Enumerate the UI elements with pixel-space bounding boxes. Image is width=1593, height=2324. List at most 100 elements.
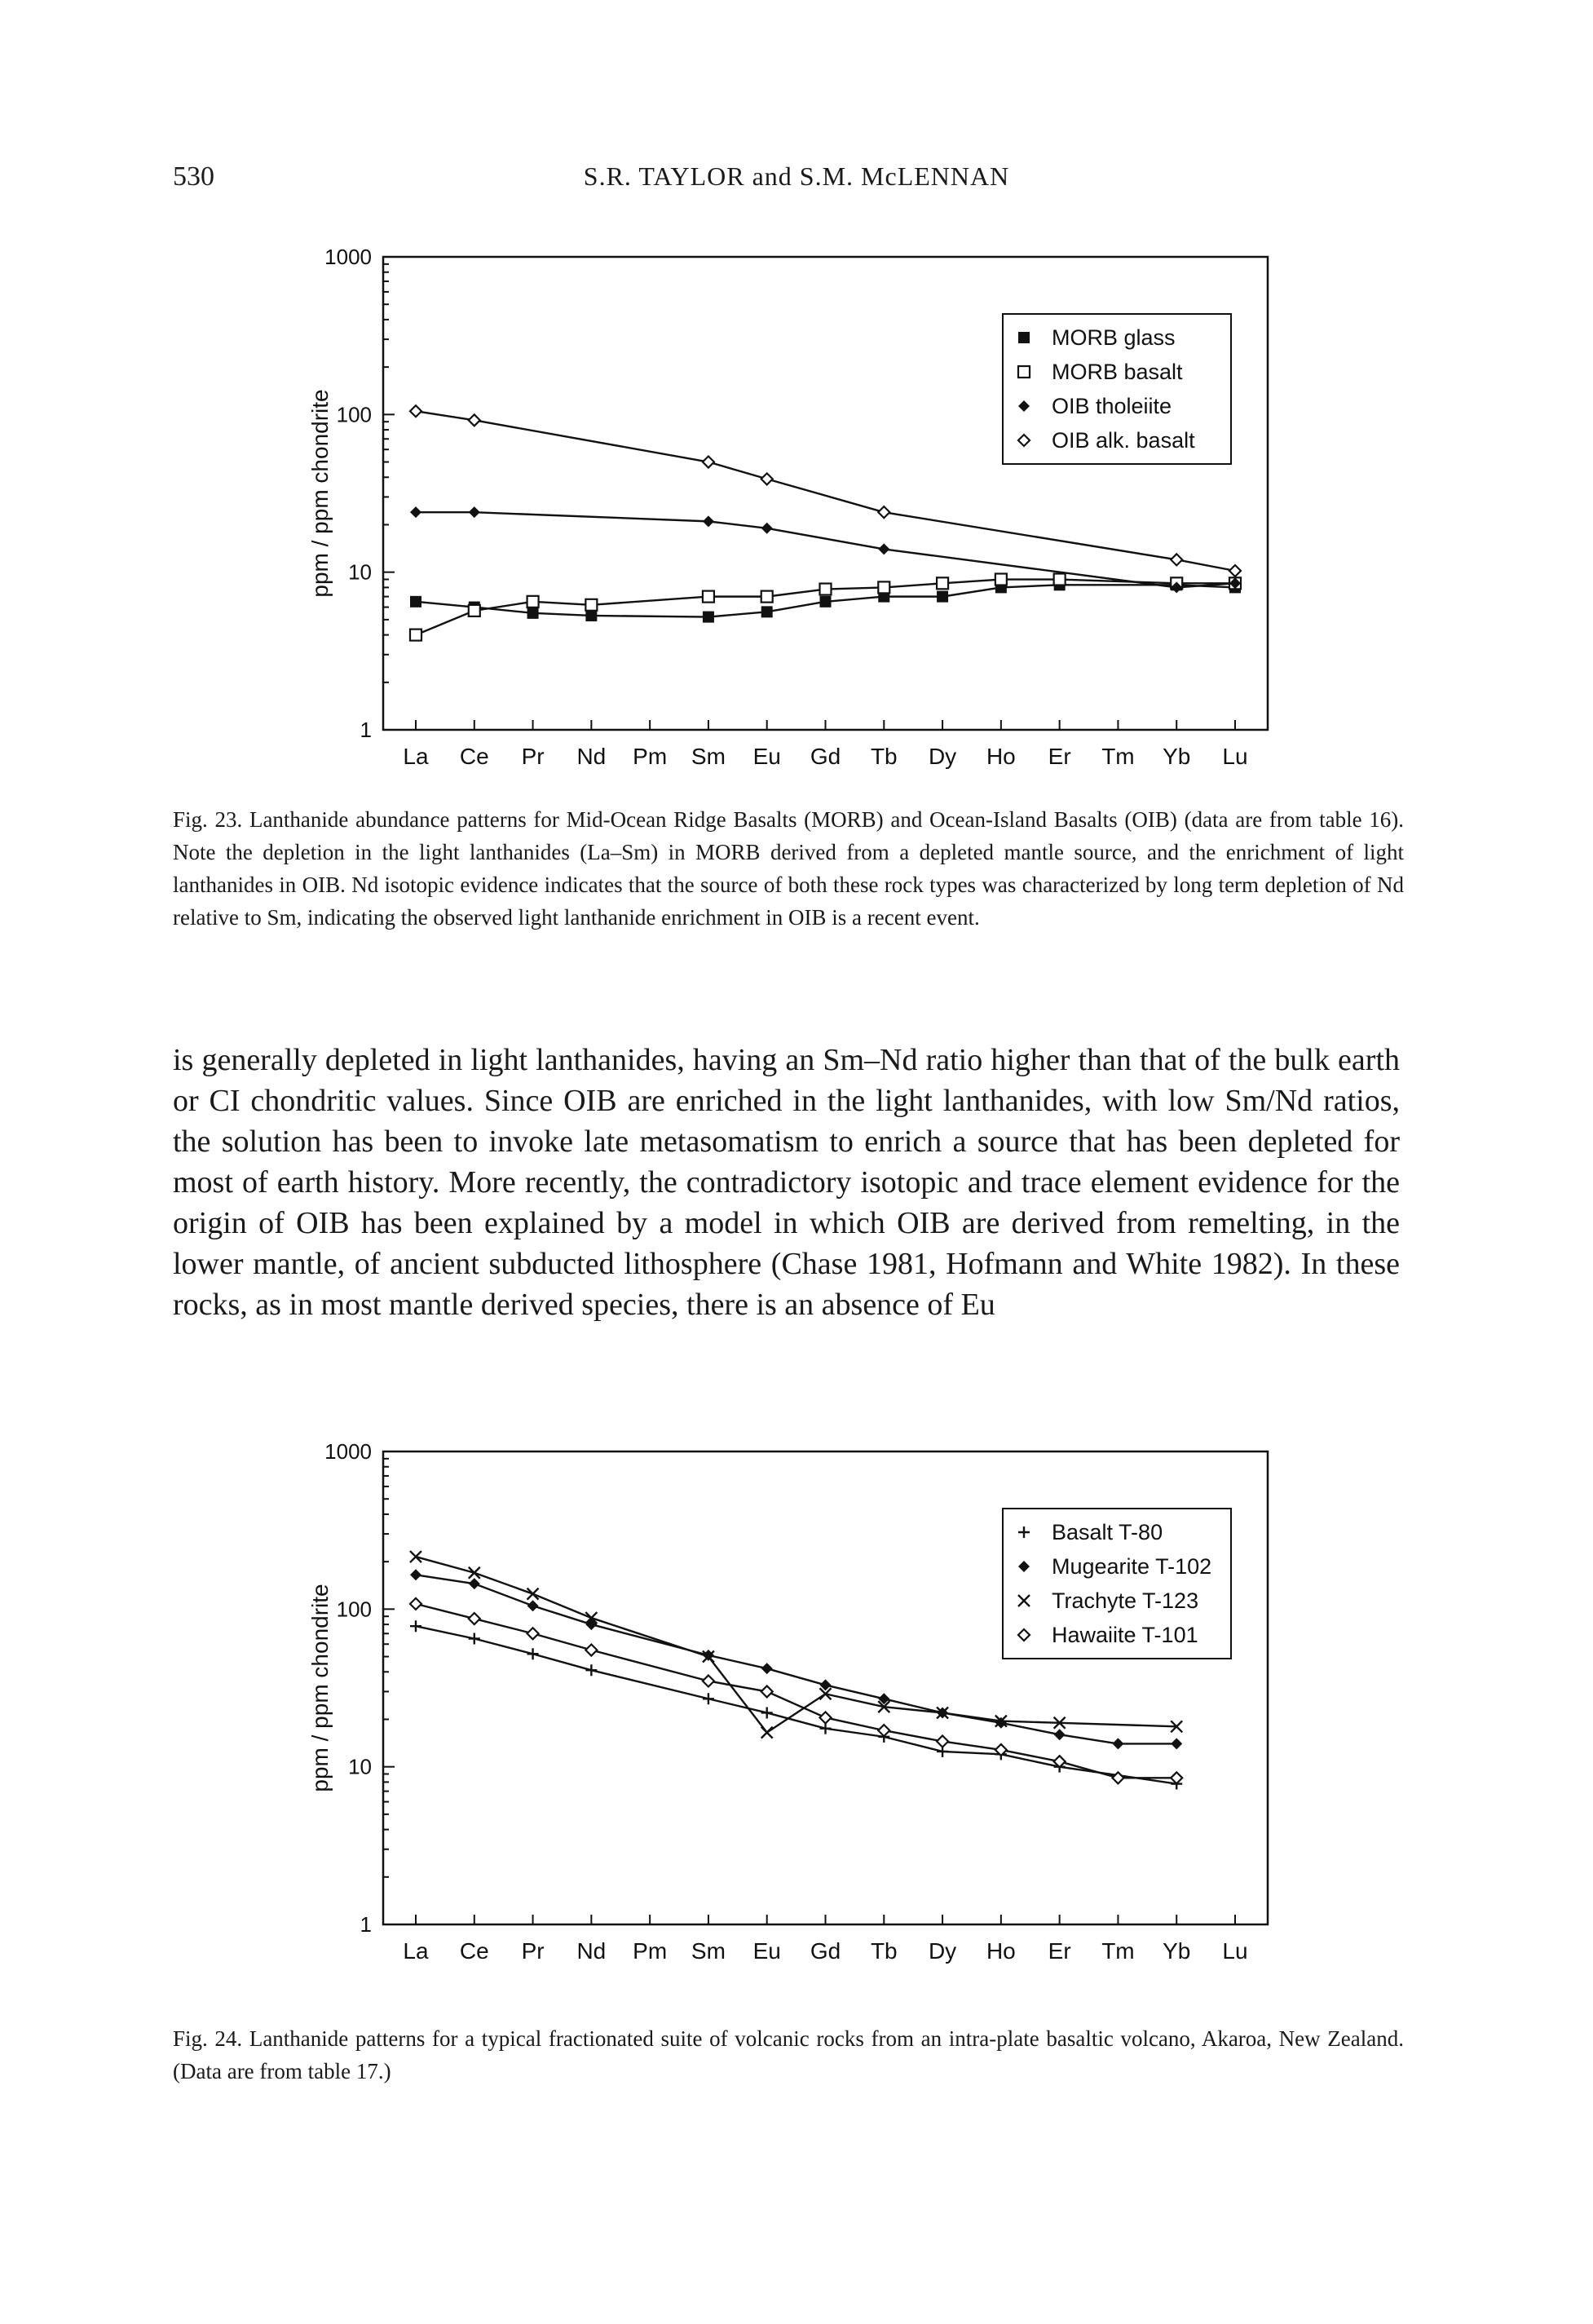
- data-point-morb-basalt-la: [408, 628, 423, 642]
- x-tick-label-er: Er: [1048, 1938, 1071, 1964]
- data-point-mugearite-t-102-gd: [819, 1679, 832, 1691]
- x-tick-label-ce: Ce: [460, 744, 489, 769]
- data-point-morb-glass-gd: [819, 595, 832, 608]
- running-head: S.R. TAYLOR and S.M. McLENNAN: [583, 161, 1010, 191]
- data-point-trachyte-t-123-ce: [467, 1566, 481, 1580]
- legend-label-oib-alk-basalt: OIB alk. basalt: [1052, 428, 1195, 453]
- data-point-morb-glass-pr: [527, 607, 539, 619]
- data-point-morb-basalt-eu: [760, 590, 774, 603]
- y-tick-label: 10: [348, 560, 372, 585]
- data-point-basalt-t-80-pr: [527, 1648, 539, 1660]
- caption-label: Fig. 24.: [173, 2026, 243, 2051]
- data-point-oib-alk-basalt-ce: [467, 413, 482, 427]
- data-point-mugearite-t-102-ce: [468, 1578, 480, 1590]
- series-line-trachyte-t-123: [415, 1555, 1177, 1734]
- x-tick-label-lu: Lu: [1222, 744, 1247, 769]
- y-axis-label: ppm / ppm chondrite: [307, 1584, 333, 1792]
- x-tick-label-la: La: [403, 1938, 429, 1964]
- x-tick-label-ho: Ho: [986, 1938, 1016, 1964]
- series-trachyte-t-123: [409, 1550, 1184, 1739]
- data-point-basalt-t-80-la: [410, 1620, 421, 1633]
- data-point-basalt-t-80-sm: [702, 1693, 714, 1705]
- data-point-morb-basalt-er: [1052, 572, 1066, 586]
- caption-label: Fig. 23.: [173, 807, 243, 832]
- x-tick-label-pm: Pm: [633, 1938, 667, 1964]
- x-tick-label-ho: Ho: [986, 744, 1016, 769]
- data-point-hawaiite-t-101-pr: [526, 1626, 541, 1641]
- data-point-morb-basalt-ce: [467, 603, 481, 617]
- data-point-trachyte-t-123-gd: [819, 1687, 832, 1701]
- data-point-trachyte-t-123-sm: [702, 1650, 715, 1663]
- data-point-hawaiite-t-101-gd: [818, 1710, 833, 1725]
- data-point-oib-alk-basalt-la: [408, 404, 423, 418]
- data-point-morb-basalt-nd: [585, 598, 598, 612]
- caption-text: Lanthanide patterns for a typical fracti…: [173, 2026, 1405, 2083]
- x-tick-label-pr: Pr: [522, 744, 545, 769]
- data-point-oib-tholeiite-tb: [878, 543, 890, 555]
- data-point-morb-basalt-tb: [877, 581, 891, 594]
- legend-marker-mugearite-t-102: [1018, 1561, 1030, 1572]
- data-point-oib-tholeiite-la: [410, 506, 421, 519]
- data-point-mugearite-t-102-ho: [995, 1716, 1007, 1729]
- data-point-morb-basalt-gd: [819, 582, 832, 596]
- series-oib-alk-basalt: [408, 404, 1242, 578]
- y-tick-label: 10: [348, 1755, 372, 1779]
- data-point-oib-tholeiite-sm: [702, 515, 714, 528]
- page-number: 530: [173, 161, 214, 192]
- data-point-trachyte-t-123-dy: [936, 1706, 949, 1720]
- legend-marker-basalt-t-80: [1018, 1527, 1030, 1538]
- x-tick-label-tb: Tb: [871, 744, 898, 769]
- y-tick-label: 1: [360, 718, 372, 742]
- data-point-morb-glass-la: [410, 595, 421, 608]
- data-point-morb-basalt-sm: [701, 590, 716, 603]
- data-point-mugearite-t-102-tb: [878, 1693, 890, 1705]
- data-point-mugearite-t-102-eu: [761, 1663, 773, 1675]
- data-point-hawaiite-t-101-sm: [701, 1673, 716, 1689]
- data-point-trachyte-t-123-yb: [1170, 1720, 1184, 1734]
- x-tick-label-sm: Sm: [691, 744, 726, 769]
- legend-label-basalt-t-80: Basalt T-80: [1052, 1520, 1163, 1544]
- x-tick-label-sm: Sm: [691, 1938, 726, 1964]
- y-tick-label: 100: [337, 402, 372, 426]
- data-point-hawaiite-t-101-la: [408, 1597, 423, 1611]
- x-tick-label-ce: Ce: [460, 1938, 489, 1964]
- body-paragraph: is generally depleted in light lanthanid…: [173, 1043, 1400, 1322]
- x-tick-label-pm: Pm: [633, 744, 667, 769]
- y-axis-label: ppm / ppm chondrite: [307, 389, 333, 597]
- x-tick-label-dy: Dy: [929, 1938, 956, 1964]
- data-point-oib-alk-basalt-lu: [1228, 563, 1242, 578]
- data-point-basalt-t-80-gd: [819, 1722, 832, 1734]
- x-tick-label-nd: Nd: [576, 1938, 606, 1964]
- x-tick-label-tb: Tb: [871, 1938, 898, 1964]
- legend-box: [1002, 1508, 1232, 1659]
- data-point-hawaiite-t-101-nd: [584, 1642, 598, 1658]
- data-point-morb-basalt-pr: [526, 594, 540, 608]
- series-oib-tholeiite: [410, 506, 1241, 594]
- data-point-hawaiite-t-101-tm: [1110, 1770, 1125, 1785]
- data-point-trachyte-t-123-pr: [526, 1587, 540, 1601]
- data-point-trachyte-t-123-tb: [877, 1700, 891, 1714]
- x-tick-label-yb: Yb: [1163, 1938, 1190, 1964]
- legend-marker-morb-basalt: [1017, 365, 1031, 379]
- data-point-trachyte-t-123-eu: [760, 1725, 774, 1739]
- x-tick-label-gd: Gd: [810, 744, 841, 769]
- data-point-hawaiite-t-101-yb: [1169, 1770, 1184, 1785]
- data-point-mugearite-t-102-yb: [1171, 1738, 1183, 1750]
- data-point-oib-alk-basalt-yb: [1169, 552, 1184, 567]
- data-point-oib-alk-basalt-sm: [701, 454, 716, 470]
- data-point-basalt-t-80-eu: [761, 1707, 773, 1719]
- data-point-mugearite-t-102-nd: [585, 1619, 598, 1631]
- data-point-hawaiite-t-101-eu: [760, 1684, 774, 1699]
- data-point-oib-tholeiite-ce: [468, 506, 480, 519]
- data-point-morb-glass-dy: [937, 590, 949, 603]
- data-point-morb-glass-nd: [585, 609, 598, 621]
- series-hawaiite-t-101: [408, 1597, 1184, 1785]
- data-point-mugearite-t-102-la: [410, 1569, 421, 1581]
- data-point-morb-basalt-dy: [935, 577, 950, 590]
- data-point-morb-glass-eu: [761, 606, 773, 618]
- x-tick-label-pr: Pr: [522, 1938, 545, 1964]
